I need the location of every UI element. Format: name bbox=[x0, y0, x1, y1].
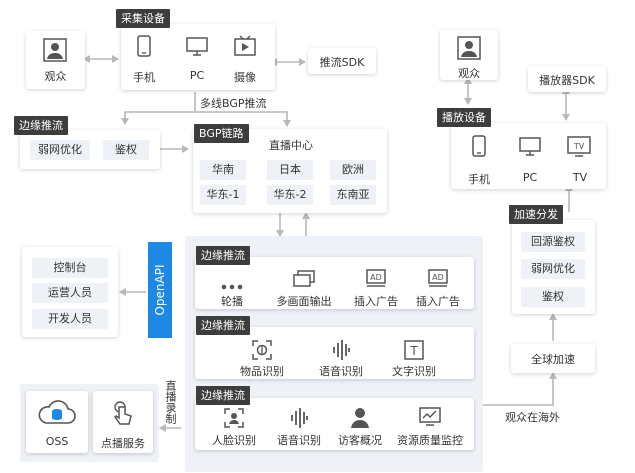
monitor-icon bbox=[186, 37, 208, 61]
edge-push-title: 边缘推流 bbox=[14, 116, 68, 135]
edge-sec1-card bbox=[195, 257, 474, 309]
accel-item-3: 鉴权 bbox=[521, 287, 585, 307]
player-sdk-card bbox=[528, 66, 606, 92]
edge-sec3-card bbox=[195, 398, 474, 450]
text-icon: T bbox=[404, 340, 424, 364]
phone-icon-right bbox=[472, 135, 486, 161]
tv-icon: TV bbox=[567, 136, 591, 162]
bgp-node-1: 华南 bbox=[200, 160, 246, 180]
camera-icon bbox=[234, 35, 256, 61]
sec3-item-1: 人脸识别 bbox=[212, 434, 256, 447]
oss-label: OSS bbox=[45, 435, 69, 448]
phone-label-right: 手机 bbox=[468, 173, 490, 186]
svg-text:AD: AD bbox=[370, 273, 382, 282]
tv-label: TV bbox=[572, 171, 588, 184]
weak-net-pill: 弱网优化 bbox=[30, 140, 90, 160]
svg-text:TV: TV bbox=[573, 142, 585, 151]
ad-icon: AD bbox=[366, 269, 386, 291]
collect-devices-card bbox=[121, 24, 275, 90]
bgp-multi-label: 多线BGP推流 bbox=[197, 95, 270, 111]
svg-text:T: T bbox=[409, 344, 418, 358]
bgp-node-3: 欧洲 bbox=[330, 160, 376, 180]
monitor-chart-icon bbox=[419, 407, 441, 431]
object-scan-icon bbox=[252, 340, 272, 364]
user-icon bbox=[43, 38, 67, 66]
push-sdk-card bbox=[308, 48, 376, 74]
sec2-item-2: 语音识别 bbox=[319, 365, 363, 378]
bgp-title: BGP链路 bbox=[194, 124, 249, 143]
cloud-db-icon bbox=[38, 397, 76, 433]
pc-label: PC bbox=[189, 69, 205, 82]
viewer-label: 观众 bbox=[44, 70, 67, 83]
push-sdk-label: 推流SDK bbox=[319, 56, 365, 69]
global-accel-label: 全球加速 bbox=[531, 353, 575, 366]
accel-item-2: 弱网优化 bbox=[521, 259, 585, 279]
edge-sec1-title: 边缘推流 bbox=[196, 246, 250, 265]
live-center-label: 直播中心 bbox=[269, 139, 313, 152]
dots-icon bbox=[221, 275, 243, 294]
sec2-item-3: 文字识别 bbox=[392, 365, 436, 378]
person-icon bbox=[350, 407, 370, 433]
openapi-label: OpenAPI bbox=[153, 264, 167, 316]
vod-label: 点播服务 bbox=[101, 437, 145, 450]
accel-title: 加速分发 bbox=[509, 205, 563, 224]
sec1-item-3: 插入广告 bbox=[354, 295, 398, 308]
phone-label: 手机 bbox=[133, 71, 155, 84]
bgp-node-6: 东南亚 bbox=[330, 185, 376, 205]
bgp-node-4: 华东-1 bbox=[200, 185, 246, 205]
touch-icon bbox=[110, 400, 134, 430]
overseas-label: 观众在海外 bbox=[505, 411, 560, 424]
bgp-node-2: 日本 bbox=[267, 160, 313, 180]
player-sdk-label: 播放器SDK bbox=[539, 74, 595, 87]
auth-pill: 鉴权 bbox=[103, 140, 149, 160]
camera-label: 摄像 bbox=[234, 71, 256, 84]
face-scan-icon bbox=[224, 408, 244, 432]
accel-item-1: 回源鉴权 bbox=[521, 232, 585, 252]
viewer-card-left: 观众 bbox=[26, 31, 85, 89]
sec2-item-1: 物品识别 bbox=[240, 365, 284, 378]
svg-text:AD: AD bbox=[432, 273, 444, 282]
sec3-item-2: 语音识别 bbox=[277, 434, 321, 447]
sec3-item-3: 访客概况 bbox=[338, 434, 382, 447]
global-accel-card bbox=[511, 344, 595, 373]
pc-label-right: PC bbox=[522, 171, 538, 184]
voice-wave-icon bbox=[332, 339, 350, 365]
sec1-item-2: 多画面输出 bbox=[276, 295, 332, 308]
viewer-label-right: 观众 bbox=[458, 67, 480, 80]
ad-icon-2: AD bbox=[428, 269, 448, 291]
user-icon-right bbox=[457, 36, 481, 64]
record-label: 直播录制 bbox=[164, 380, 177, 424]
sec3-item-4: 资源质量监控 bbox=[397, 434, 463, 447]
phone-icon bbox=[137, 35, 151, 61]
multi-screen-icon bbox=[293, 270, 315, 292]
console-item-3: 开发人员 bbox=[32, 309, 108, 329]
openapi-bar: OpenAPI bbox=[148, 242, 172, 338]
console-item-2: 运营人员 bbox=[32, 283, 108, 303]
sec1-item-4: 插入广告 bbox=[416, 295, 460, 308]
collect-devices-title: 采集设备 bbox=[116, 9, 170, 28]
voice-wave-icon-2 bbox=[290, 407, 308, 433]
play-devices-title: 播放设备 bbox=[437, 108, 491, 127]
console-item-1: 控制台 bbox=[32, 258, 108, 278]
edge-sec2-title: 边缘推流 bbox=[196, 316, 250, 335]
edge-sec3-title: 边缘推流 bbox=[196, 386, 250, 405]
monitor-icon-right bbox=[519, 137, 541, 161]
sec1-item-1: 轮播 bbox=[221, 295, 243, 308]
bgp-node-5: 华东-2 bbox=[267, 185, 313, 205]
